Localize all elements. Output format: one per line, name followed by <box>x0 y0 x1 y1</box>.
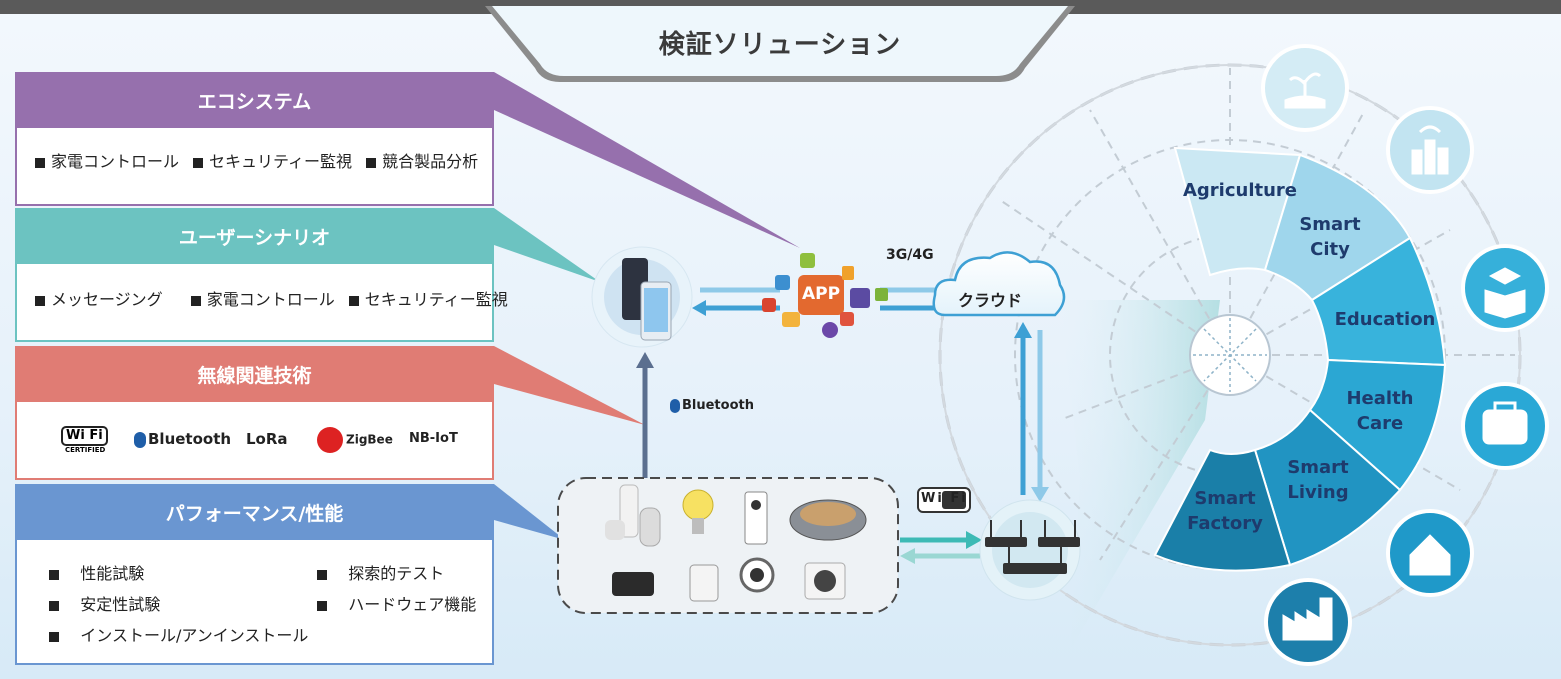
page-title: 検証ソリューション <box>658 30 902 60</box>
wifi-label: Wi Fi <box>921 491 968 506</box>
scenario-item: セキュリティー監視 <box>348 286 508 310</box>
education-icon <box>1484 289 1526 319</box>
health-icon <box>1482 409 1528 445</box>
performance-item: 性能試験 <box>49 560 144 584</box>
scenario-item: 家電コントロール <box>190 286 335 310</box>
cloud-label: クラウド <box>958 291 1023 310</box>
performance-item: インストール/アンインストール <box>49 622 308 646</box>
bluetooth-icon <box>670 398 680 413</box>
wireless-wedge <box>494 346 645 425</box>
performance-item: 安定性試験 <box>49 591 160 615</box>
zigbee-icon <box>317 427 343 453</box>
wireless-title: 無線関連技術 <box>15 346 494 402</box>
router-icon <box>985 520 1080 574</box>
performance-panel: パフォーマンス/性能 性能試験 探索的テスト 安定性試験 ハードウェア機能 イン… <box>15 484 494 665</box>
app-icon <box>798 275 844 315</box>
segment-label-agriculture: Agriculture <box>1182 180 1298 201</box>
wifi-logo: Wi Fi <box>61 426 108 446</box>
performance-title: パフォーマンス/性能 <box>15 484 494 540</box>
zigbee-logo-label: ZigBee <box>346 432 393 447</box>
performance-item: 探索的テスト <box>317 560 444 584</box>
scenario-wedge <box>494 208 600 282</box>
app-label: APP <box>801 284 841 304</box>
nbiot-logo: NB-IoT <box>409 431 458 446</box>
ecosystem-item: 家電コントロール <box>35 148 179 172</box>
bluetooth-logo-label: Bluetooth <box>148 430 232 448</box>
city-icon <box>1411 149 1423 175</box>
scenario-panel: ユーザーシナリオ メッセージング 家電コントロール セキュリティー監視 <box>15 208 508 342</box>
agriculture-icon <box>1284 95 1326 109</box>
zigbee-logo: ZigBee <box>317 427 393 453</box>
segment-label-education: Education <box>1334 309 1436 330</box>
device-box <box>557 477 899 614</box>
bluetooth-icon <box>134 431 146 448</box>
ecosystem-panel: エコシステム 家電コントロール セキュリティー監視 競合製品分析 <box>15 72 494 206</box>
ecosystem-item: セキュリティー監視 <box>193 148 352 172</box>
title-tab <box>485 6 1075 82</box>
wireless-panel: 無線関連技術 Wi Fi CERTIFIED Bluetooth LoRa Zi… <box>15 346 494 480</box>
home-icon <box>1409 534 1451 576</box>
bluetooth-label: Bluetooth <box>670 398 754 413</box>
performance-item: ハードウェア機能 <box>317 591 476 615</box>
ecosystem-wedge <box>494 72 800 248</box>
ecosystem-title: エコシステム <box>15 72 494 128</box>
performance-wedge <box>494 484 565 540</box>
device-icons <box>605 484 867 602</box>
cloud-shape <box>932 251 1066 317</box>
bluetooth-logo: Bluetooth <box>134 430 231 448</box>
wifi-certified-label: CERTIFIED <box>65 446 106 454</box>
factory-icon <box>1282 597 1333 641</box>
segment-smart-factory <box>1153 448 1292 572</box>
lora-logo: LoRa <box>246 430 288 448</box>
network-label: 3G/4G <box>886 247 934 263</box>
scenario-title: ユーザーシナリオ <box>15 208 494 264</box>
ecosystem-item: 競合製品分析 <box>366 148 478 172</box>
scenario-item: メッセージング <box>35 286 163 310</box>
bluetooth-label-text: Bluetooth <box>682 398 754 413</box>
